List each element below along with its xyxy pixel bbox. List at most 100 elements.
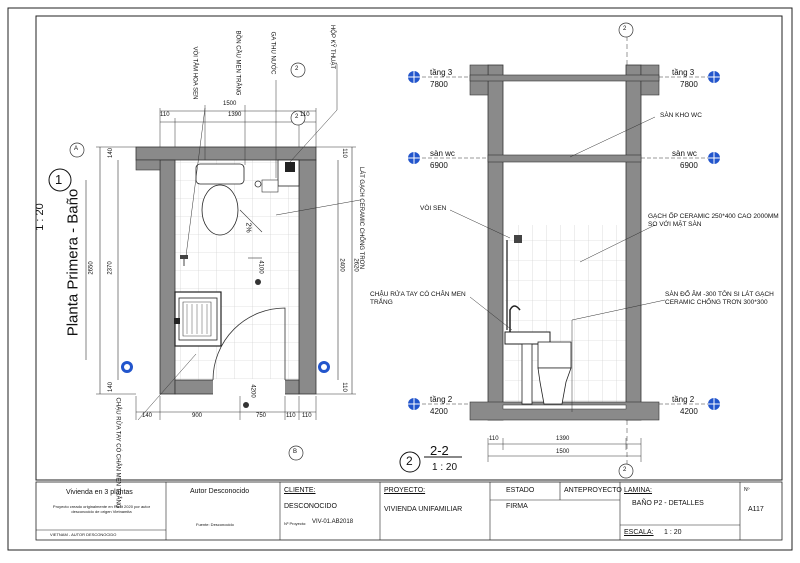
section-left-column — [487, 64, 504, 421]
section-right-column — [625, 64, 642, 421]
plan-dim-top-total: 1500 — [223, 101, 237, 107]
plan-dim-bottom-3: 750 — [256, 413, 267, 419]
sheet-number: A117 — [748, 506, 764, 513]
project-number: VIV-01.AB2018 — [312, 519, 354, 525]
level-right-tang2-name: tầng 2 — [672, 395, 695, 404]
level-left-tang2-name: tầng 2 — [430, 395, 453, 404]
project-name: Vivienda en 3 plantas — [66, 489, 133, 496]
door-opening — [213, 379, 285, 395]
drain-icon — [254, 180, 262, 188]
plan-dim-top-2: 1390 — [228, 112, 242, 118]
section-dim-1: 110 — [489, 436, 499, 442]
level-right-tang2-value: 4200 — [680, 407, 698, 416]
plan-dim-left-inner: 2370 — [107, 261, 114, 275]
plan-dim-top-3: 110 — [300, 112, 310, 118]
project-value: VIVIENDA UNIFAMILIAR — [384, 506, 463, 513]
section-callout-storage: SÀN KHO WC — [660, 112, 702, 119]
outer-border — [7, 7, 793, 551]
escala-value: 1 : 20 — [664, 529, 682, 536]
section-callout-sink: CHẬU RỬA TAY CÓ CHÂN MEN TRẮNG — [370, 291, 466, 306]
level-marker-icon — [255, 279, 261, 285]
shower-icon — [514, 235, 522, 243]
plan-view-number-circle — [48, 168, 72, 192]
section-dim-2: 1390 — [556, 436, 570, 442]
lamina-value: BAÑO P2 - DETALLES — [632, 500, 704, 507]
faucet-icon — [509, 305, 521, 332]
grid-bubble-2-section-bottom — [618, 463, 634, 479]
plan-floor-tiles — [175, 160, 299, 380]
lamina-label: LAMINA: — [624, 487, 653, 494]
sheet-number-label: Nº — [744, 487, 750, 493]
plan-dim-bottom-1: 140 — [142, 413, 153, 419]
grid-label-2-plan: 2 — [295, 66, 299, 72]
section-title: 2-2 — [430, 443, 449, 458]
plan-scale: 1 : 20 — [33, 203, 46, 231]
estado-value: ANTEPROYECTO — [564, 487, 622, 494]
plan-title: Planta Primera - Baño — [64, 188, 82, 337]
plan-wall-left — [159, 159, 176, 395]
level-left-sanwc-value: 6900 — [430, 161, 448, 170]
plan-dim-bottom-2: 900 — [192, 413, 203, 419]
plan-dim-left-small-1: 140 — [108, 147, 115, 159]
plan-dim-bottom-5: 110 — [302, 413, 312, 419]
level-left-sanwc-name: sàn wc — [430, 149, 455, 158]
slab-san-wc — [487, 154, 642, 163]
toilet-tank — [195, 163, 245, 185]
floor-drain — [261, 179, 279, 193]
plan-callout-techbox: HỘP KỸ THUẬT — [329, 24, 336, 70]
section-toilet — [537, 367, 572, 405]
plan-callout-floor: LÁT GẠCH CERAMIC CHỐNG TRƠN — [358, 166, 365, 270]
section-scale: 1 : 20 — [432, 462, 458, 473]
section-callout-floor: SÀN ĐỔ ÂM -300 TÔN SI LÁT GẠCH CERAMIC C… — [665, 291, 774, 306]
section-view-number-circle — [399, 451, 421, 473]
slab-tang3 — [469, 74, 660, 82]
author-name: Autor Desconocido — [190, 488, 250, 495]
level-marker-icon — [243, 402, 249, 408]
plan-callout-toilet: BỒN CẦU MEN TRẮNG — [234, 30, 241, 96]
level-right-sanwc-value: 6900 — [680, 161, 698, 170]
plan-wall-top — [135, 146, 317, 161]
section-toilet-tank — [537, 341, 572, 369]
grid-label-b: B — [293, 449, 298, 455]
plan-dim-right-small-2: 110 — [340, 382, 347, 392]
grid-bubble-2-section-top — [618, 22, 634, 38]
slab-tang2 — [469, 401, 660, 421]
basin-pedestal — [521, 343, 533, 405]
level-left-tang3-value: 7800 — [430, 80, 448, 89]
grid-label-2-top: 2 — [295, 114, 299, 120]
plan-slope: 2% — [244, 222, 252, 233]
plan-dim-left-total: 2650 — [88, 261, 95, 275]
toilet-bowl — [201, 184, 239, 236]
plan-level-4200: 4200 — [249, 384, 256, 398]
shower-icon — [180, 255, 188, 259]
section-grid-label-bottom: 2 — [623, 467, 627, 473]
section-callout-wall-tile: GẠCH ỐP CERAMIC 250*400 CAO 2000MM SO VỚ… — [648, 213, 779, 228]
estado-label: ESTADO — [506, 487, 535, 494]
section-callout-shower: VÒI SEN — [420, 205, 447, 212]
project-footer: VIETNAM - AUTOR DESCONOCIDO — [50, 532, 117, 537]
level-left-tang3-name: tầng 3 — [430, 68, 453, 77]
grid-bubble-2-top — [290, 110, 306, 126]
plan-wall-stub — [135, 159, 161, 171]
plan-number: 1 — [55, 172, 63, 187]
floor-plan — [48, 62, 361, 461]
project-label: PROYECTO: — [384, 487, 426, 494]
level-right-tang3-value: 7800 — [680, 80, 698, 89]
firm-source: Fuente: Desconocido — [196, 522, 234, 527]
plan-dim-right-1: 2400 — [338, 258, 345, 272]
plan-level-4100: 4100 — [257, 260, 264, 274]
section-grid-label-top: 2 — [623, 26, 627, 32]
grid-bubble-a — [69, 142, 85, 158]
section-number: 2 — [406, 454, 413, 468]
level-right-tang3-name: tầng 3 — [672, 68, 695, 77]
plan-dim-bottom-4: 110 — [286, 413, 296, 419]
project-note: Proyecto creado originalmente en Revit 2… — [52, 504, 151, 514]
section-dim-3: 1500 — [556, 449, 570, 455]
section-view — [399, 22, 720, 479]
faucet-icon — [174, 318, 180, 324]
tech-box-shaft — [285, 162, 295, 172]
drawing-frame — [35, 15, 783, 481]
plan-callout-shower: VÒI TẮM HOA SEN — [191, 46, 198, 100]
